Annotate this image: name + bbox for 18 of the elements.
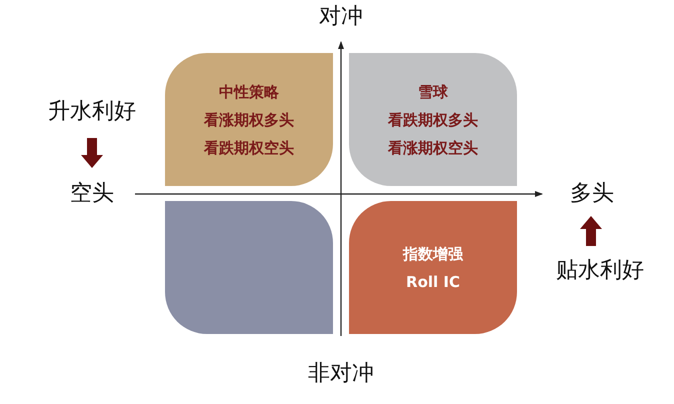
quadrant-text: 看跌期权多头 <box>388 110 478 130</box>
quadrant-box <box>349 201 517 334</box>
axis-label: 空头 <box>70 181 114 207</box>
quadrant-box <box>165 201 333 334</box>
axis-label: 多头 <box>570 181 614 207</box>
quadrant-text: Roll IC <box>406 272 460 292</box>
quadrant-text: 看跌期权空头 <box>204 138 294 158</box>
quadrant-text: 指数增强 <box>403 244 463 264</box>
quadrant-box <box>165 53 333 186</box>
axis-label: 对冲 <box>319 4 363 30</box>
axis-label: 贴水利好 <box>556 258 644 284</box>
quadrant-box <box>349 53 517 186</box>
axis-label: 非对冲 <box>308 361 374 387</box>
quadrant-text: 中性策略 <box>219 82 279 102</box>
quadrant-text: 看涨期权多头 <box>204 110 294 130</box>
axis-label: 升水利好 <box>48 99 136 125</box>
quadrant-text: 雪球 <box>418 82 448 102</box>
quadrant-text: 看涨期权空头 <box>388 138 478 158</box>
